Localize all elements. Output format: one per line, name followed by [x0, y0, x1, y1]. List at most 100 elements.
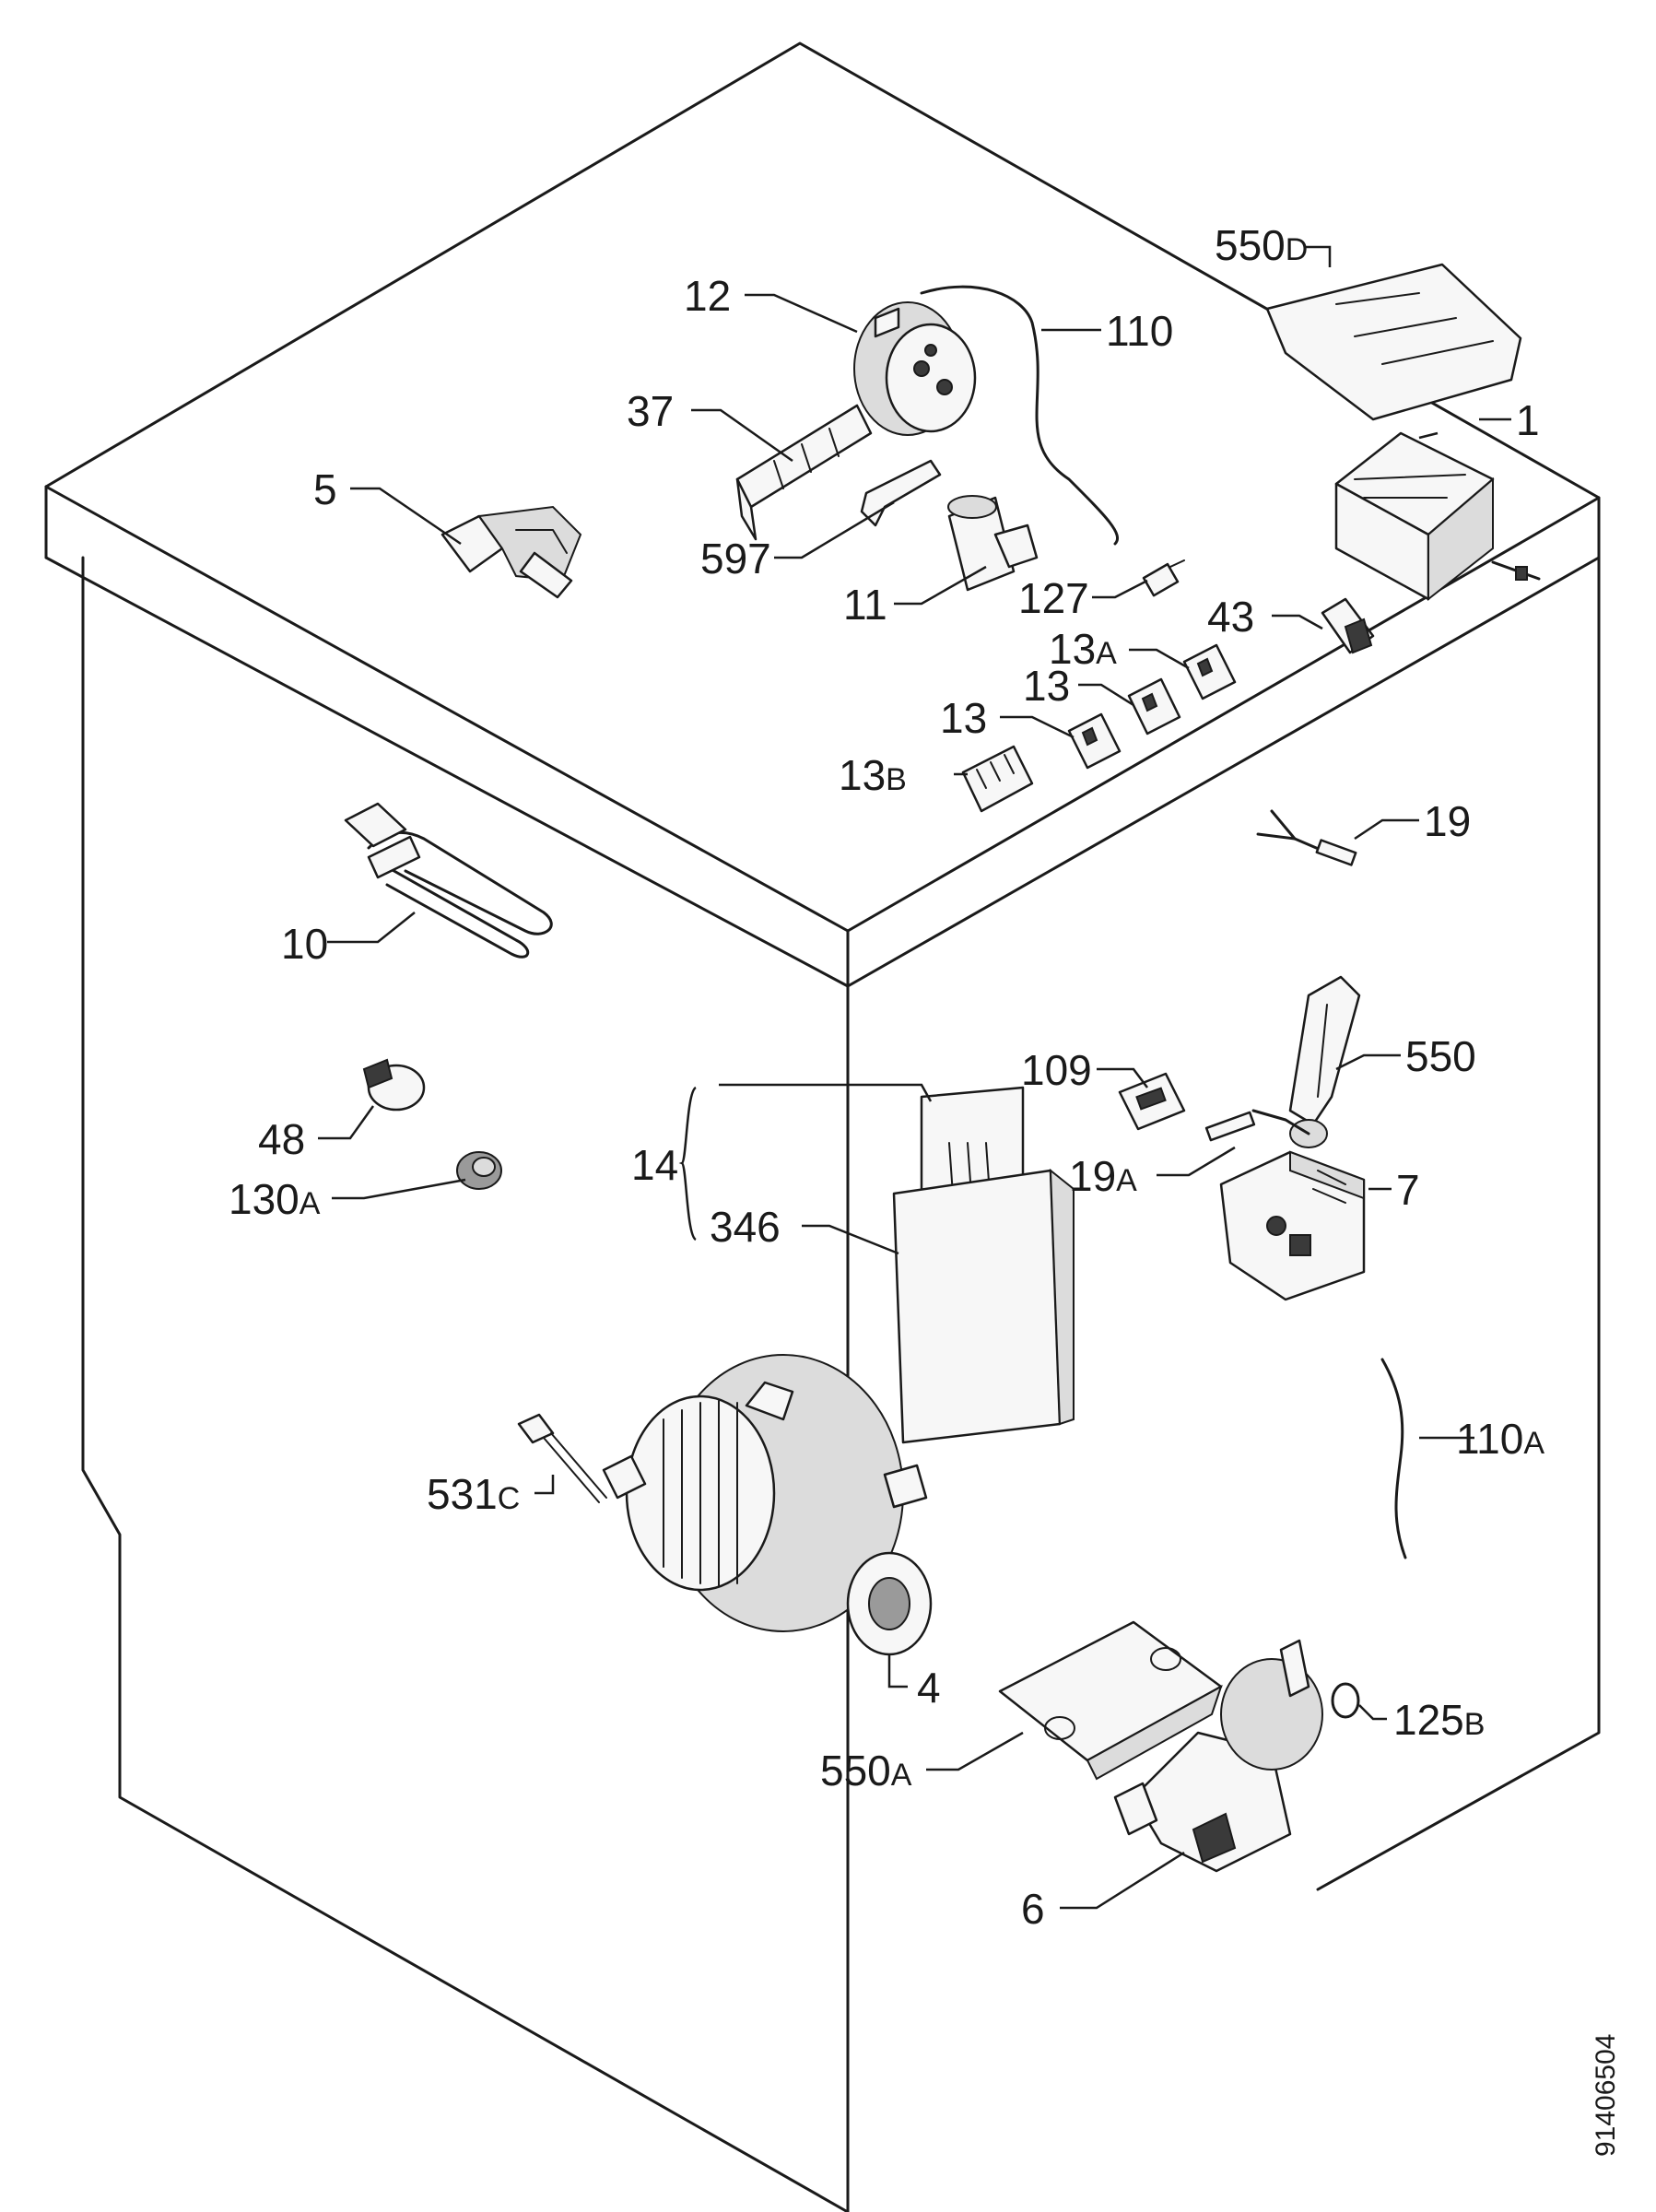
callout-ref: 130: [229, 1175, 299, 1223]
pressure-hose-110: [920, 285, 1119, 546]
callout-13-lower: 13: [940, 694, 987, 742]
callout-ref: 7: [1396, 1166, 1420, 1214]
callout-127: 127: [1018, 574, 1089, 622]
callout-6: 6: [1021, 1885, 1045, 1933]
filter-housing-346: [892, 1168, 1075, 1444]
filter-holder-109: [1118, 1072, 1186, 1131]
callout-11: 11: [843, 581, 887, 629]
callout-ref: 13: [1049, 625, 1096, 673]
callout-suffix: A: [1523, 1426, 1544, 1461]
callout-7: 7: [1396, 1166, 1420, 1214]
callout-suffix: B: [1464, 1707, 1486, 1742]
fitting-127: [1142, 559, 1185, 597]
bolt-531c: [517, 1413, 607, 1503]
callout-ref: 550: [1215, 221, 1286, 269]
callout-labels: 550D 12 110 37 1 5 597 11 127 43 13A 13 …: [229, 221, 1544, 1933]
callout-ref: 127: [1018, 574, 1089, 622]
callout-14: 14: [631, 1141, 678, 1189]
callout-ref: 10: [281, 920, 328, 968]
callout-ref: 11: [843, 581, 887, 629]
callout-4: 4: [917, 1664, 941, 1712]
wedge-550a: [998, 1620, 1223, 1781]
callout-550d: 550D: [1215, 221, 1308, 269]
callout-suffix: A: [891, 1758, 912, 1793]
callout-346: 346: [710, 1203, 781, 1251]
motor-4: [602, 1354, 933, 1656]
callout-ref: 14: [631, 1141, 678, 1189]
callout-13-upper: 13: [1023, 662, 1070, 710]
document-number: 91406504: [1591, 2034, 1621, 2157]
callout-130a: 130A: [229, 1175, 321, 1223]
callout-ref: 48: [258, 1115, 305, 1163]
callout-5: 5: [313, 465, 337, 513]
knob-130a: [456, 1151, 502, 1190]
callout-19: 19: [1424, 797, 1471, 845]
callout-12: 12: [684, 272, 731, 320]
callout-110a: 110A: [1456, 1415, 1544, 1463]
callout-ref: 43: [1207, 593, 1254, 641]
callout-1: 1: [1516, 396, 1540, 444]
callout-ref: 13: [839, 751, 886, 799]
callout-suffix: A: [1096, 636, 1117, 671]
pressure-switch-12: [853, 301, 977, 436]
callout-109: 109: [1021, 1046, 1092, 1094]
connector-13a: [1182, 643, 1237, 700]
callout-ref: 19: [1424, 797, 1471, 845]
callout-ref: 12: [684, 272, 731, 320]
callout-ref: 1: [1516, 396, 1540, 444]
callout-10: 10: [281, 920, 328, 968]
connector-43: [1321, 597, 1375, 654]
callout-ref: 110: [1106, 307, 1173, 355]
callout-ref: 346: [710, 1203, 781, 1251]
capacitor-11: [947, 495, 1039, 592]
callout-110: 110: [1106, 307, 1173, 355]
callout-suffix: D: [1286, 232, 1309, 267]
callout-ref: 125: [1393, 1696, 1464, 1744]
drain-pump-6: [1113, 1639, 1323, 1873]
connector-13-lower: [1067, 712, 1122, 770]
callout-ref: 4: [917, 1664, 941, 1712]
leader-lines: [318, 245, 1511, 1910]
callout-43: 43: [1207, 593, 1254, 641]
lever-550: [1288, 975, 1361, 1148]
callout-13b: 13B: [839, 751, 907, 799]
door-interlock-7: [1219, 1150, 1366, 1301]
callout-ref: 37: [627, 387, 674, 435]
callout-531c: 531C: [427, 1470, 520, 1518]
connector-13-upper: [1127, 677, 1181, 735]
callout-ref: 110: [1456, 1415, 1523, 1463]
callout-suffix: C: [498, 1481, 521, 1516]
callout-ref: 109: [1021, 1046, 1092, 1094]
callout-597: 597: [700, 535, 771, 582]
callout-125b: 125B: [1393, 1696, 1485, 1744]
inlet-valve-5: [440, 505, 582, 599]
insulation-sheet-550d: [1265, 263, 1522, 421]
callout-ref: 597: [700, 535, 771, 582]
terminal-block-37: [735, 404, 873, 541]
callout-ref: 13: [940, 694, 987, 742]
callout-37: 37: [627, 387, 674, 435]
callout-ref: 531: [427, 1470, 498, 1518]
callout-ref: 19: [1069, 1152, 1116, 1200]
callout-suffix: B: [886, 762, 907, 797]
callout-550a: 550A: [820, 1747, 912, 1794]
cabinet-outline: [44, 41, 1601, 2212]
callout-48: 48: [258, 1115, 305, 1163]
sensor-19a: [1204, 1109, 1310, 1142]
callout-ref: 13: [1023, 662, 1070, 710]
thermistor-19: [1256, 809, 1357, 866]
callout-ref: 6: [1021, 1885, 1045, 1933]
callout-ref: 550: [820, 1747, 891, 1794]
callout-19a: 19A: [1069, 1152, 1137, 1200]
connector-13b: [961, 745, 1034, 813]
heating-element-10: [344, 802, 553, 959]
callout-13a: 13A: [1049, 625, 1117, 673]
callout-suffix: A: [1116, 1163, 1137, 1198]
callout-550: 550: [1405, 1032, 1476, 1080]
hose-110a: [1380, 1358, 1407, 1559]
programme-timer-1: [1334, 431, 1541, 602]
callout-ref: 550: [1405, 1032, 1476, 1080]
seal-ring-125b: [1331, 1682, 1360, 1719]
callout-ref: 5: [313, 465, 337, 513]
